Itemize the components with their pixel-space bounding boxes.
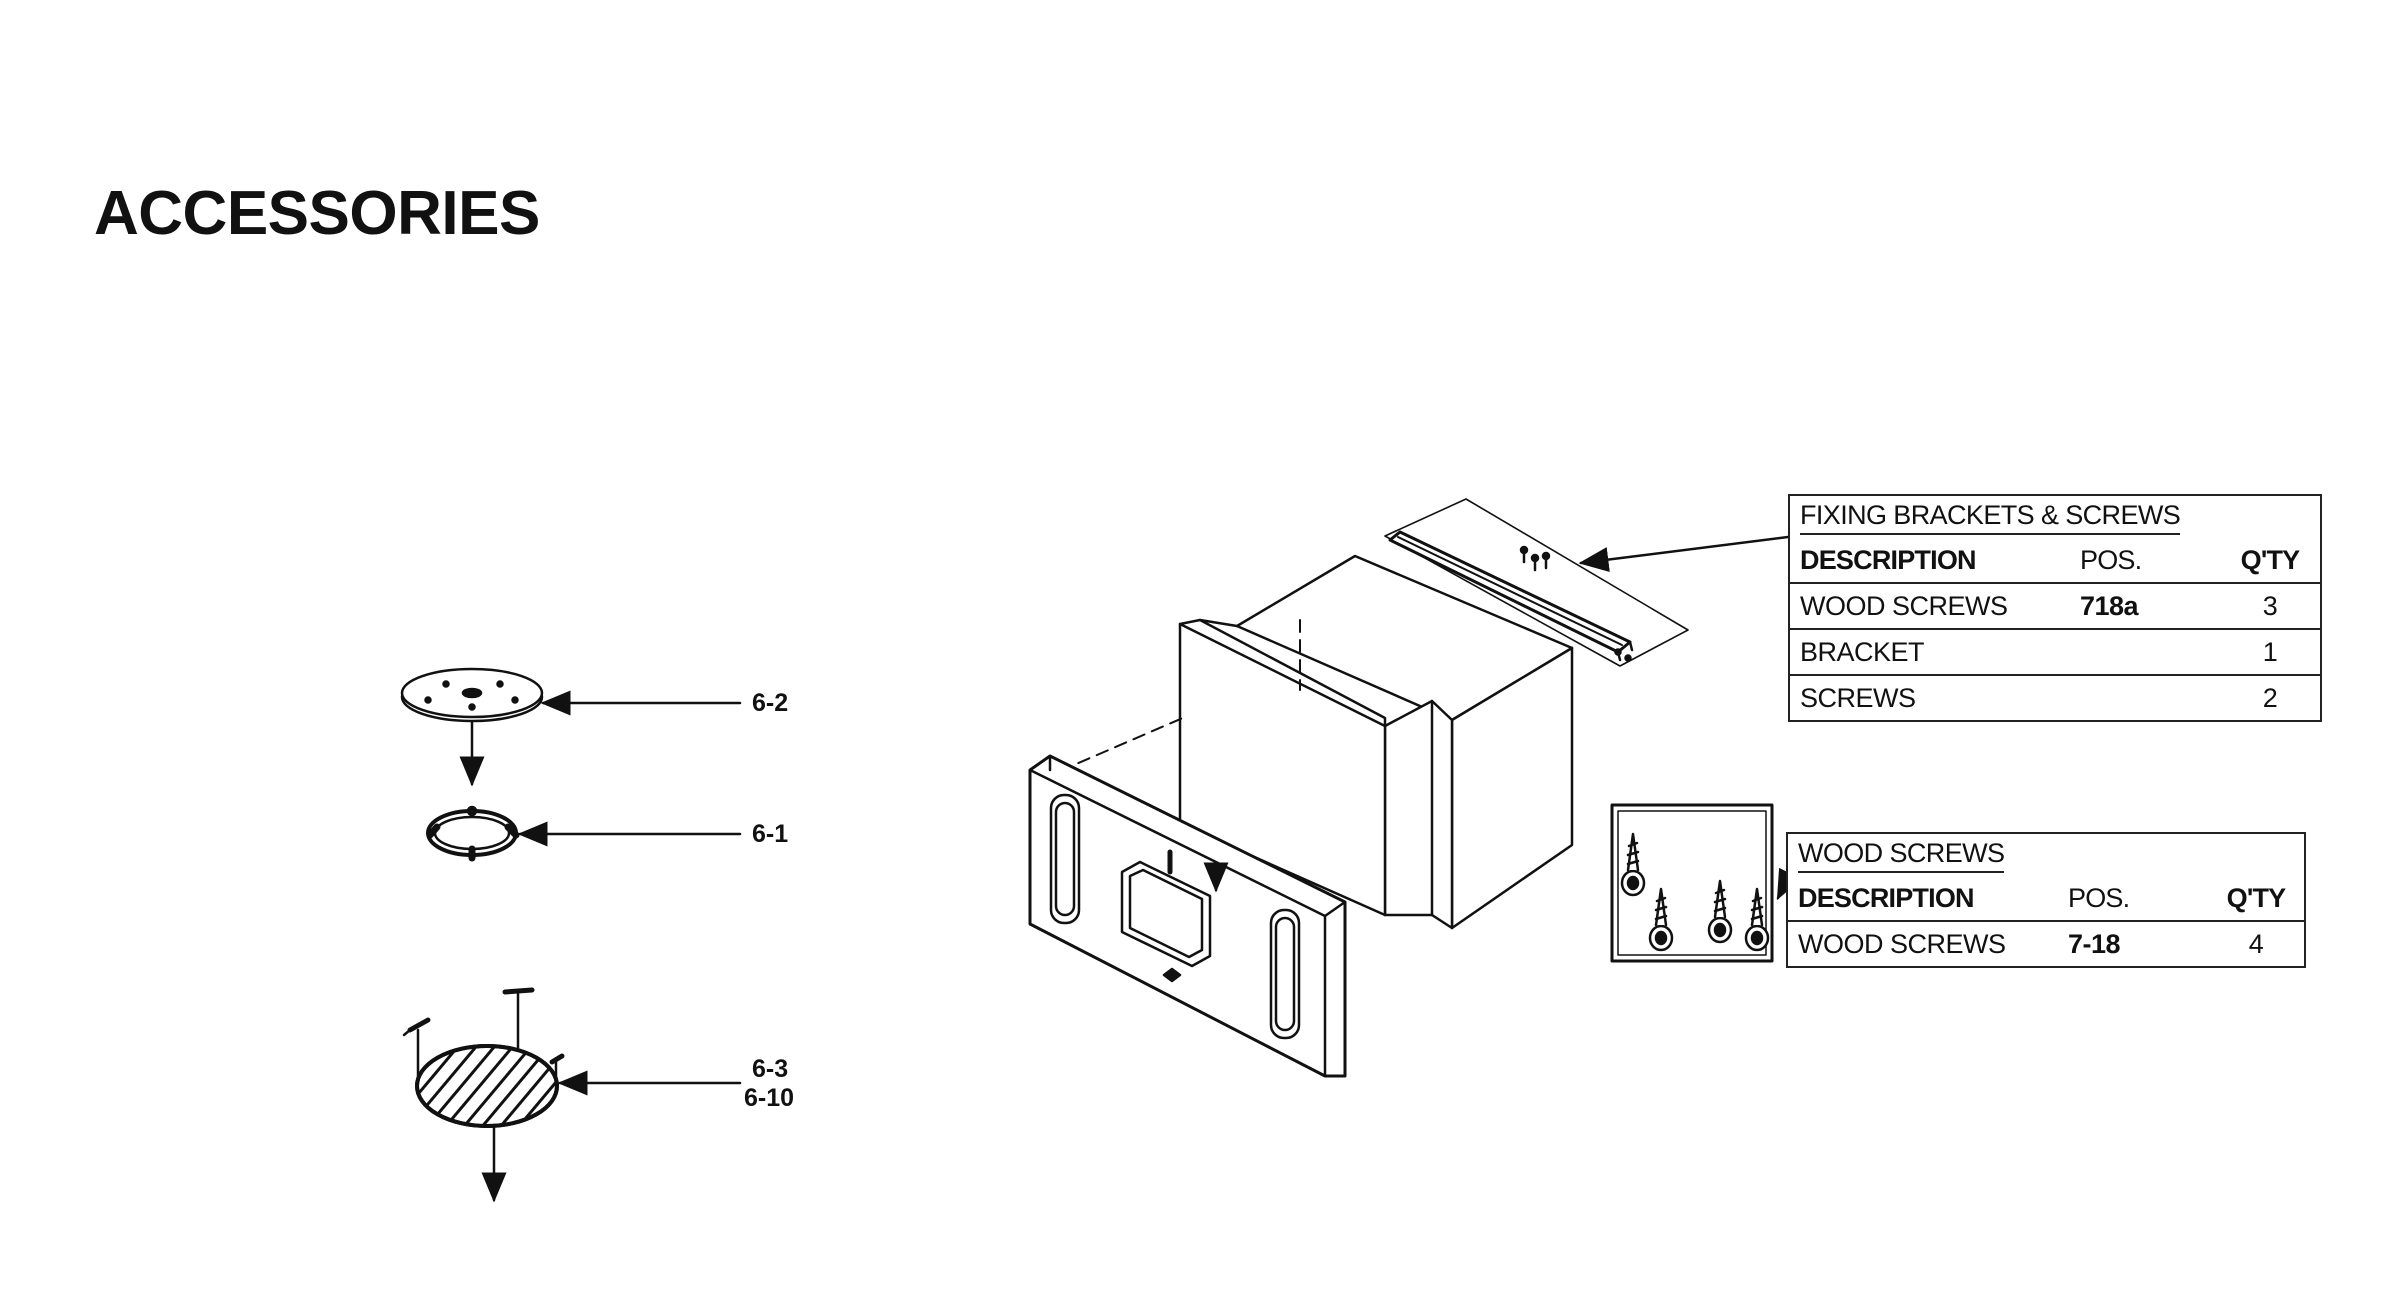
cell-qty: 3 — [2220, 582, 2321, 629]
table-row: BRACKET 1 — [1789, 628, 2321, 675]
page-title: ACCESSORIES — [94, 179, 540, 248]
wood-screws-icon — [1610, 803, 1774, 963]
cell-description: SCREWS — [1789, 674, 2070, 721]
cell-pos — [2070, 628, 2220, 675]
col-qty: Q'TY — [2226, 882, 2287, 913]
roller-ring-icon — [426, 805, 520, 862]
cell-description: WOOD SCREWS — [1789, 582, 2070, 629]
trim-frame-icon — [1028, 754, 1347, 1078]
col-qty: Q'TY — [2240, 544, 2301, 575]
callout-6-2: 6-2 — [752, 689, 788, 717]
turntable-tray-icon — [400, 667, 544, 787]
cell-description: WOOD SCREWS — [1787, 920, 2058, 967]
table-row: SCREWS 2 — [1789, 674, 2321, 721]
cell-pos: 7-18 — [2058, 920, 2208, 967]
callout-6-10: 6-10 — [744, 1084, 794, 1112]
cell-qty: 4 — [2208, 920, 2305, 967]
callout-6-3: 6-3 — [752, 1055, 788, 1083]
col-pos: POS. — [2068, 882, 2130, 913]
table-row: WOOD SCREWS 7-18 4 — [1787, 920, 2305, 967]
cell-qty: 2 — [2220, 674, 2321, 721]
col-description: DESCRIPTION — [1800, 544, 1977, 575]
leader-brackets — [1578, 535, 1790, 572]
fixing-bracket-icon — [1384, 498, 1689, 667]
grill-rack-icon — [402, 987, 565, 1203]
callout-6-1: 6-1 — [752, 820, 788, 848]
oven-cabinet-icon — [1059, 554, 1574, 930]
table-row: WOOD SCREWS 718a 3 — [1789, 582, 2321, 629]
table-caption: FIXING BRACKETS & SCREWS — [1789, 495, 2321, 538]
fixing-brackets-table: FIXING BRACKETS & SCREWS DESCRIPTION POS… — [1788, 494, 2322, 722]
col-description: DESCRIPTION — [1798, 882, 1975, 913]
cell-pos — [2070, 674, 2220, 721]
cell-pos: 718a — [2070, 582, 2220, 629]
col-pos: POS. — [2080, 544, 2142, 575]
cell-description: BRACKET — [1789, 628, 2070, 675]
cell-qty: 1 — [2220, 628, 2321, 675]
wood-screws-table: WOOD SCREWS DESCRIPTION POS. Q'TY WOOD S… — [1786, 832, 2306, 968]
table-caption: WOOD SCREWS — [1787, 833, 2305, 876]
